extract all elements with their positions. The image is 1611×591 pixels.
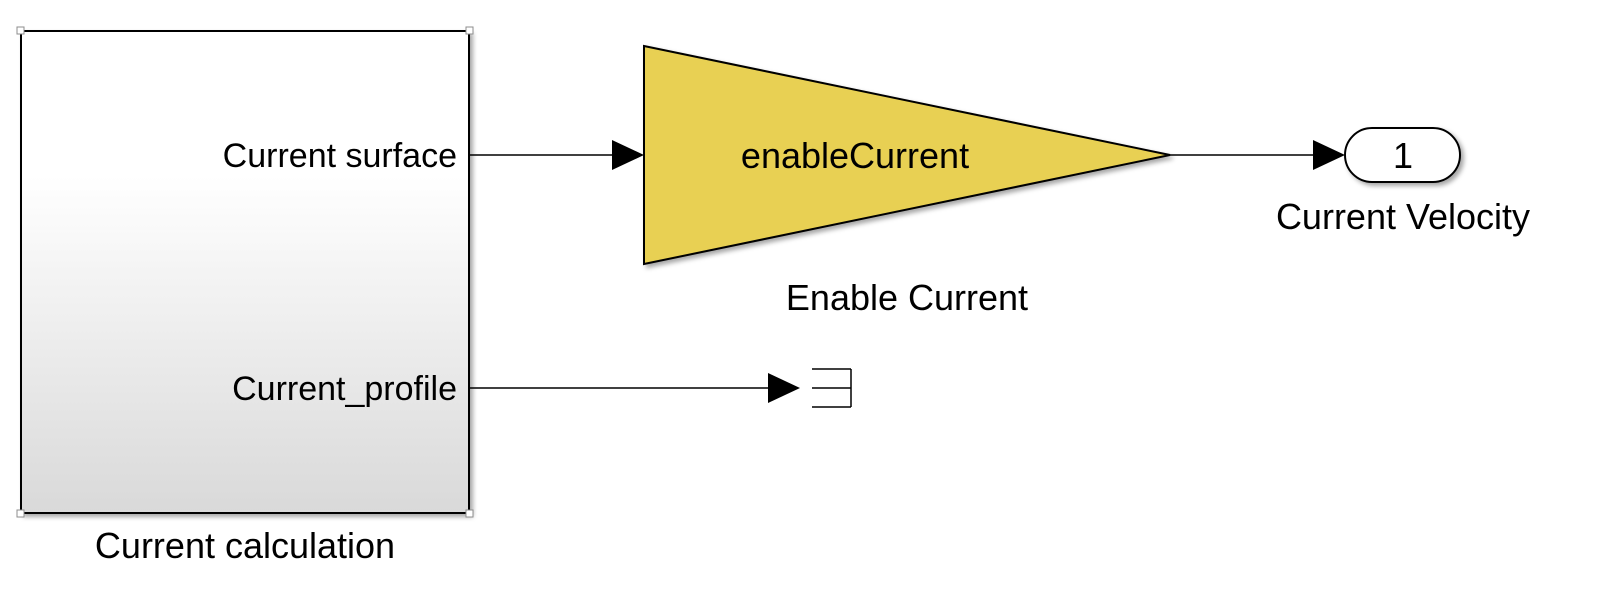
arrowhead-icon [612, 140, 644, 170]
signal-line-current-surface[interactable] [469, 140, 644, 170]
subsystem-output-port-label-1: Current surface [223, 137, 457, 175]
gain-triangle[interactable] [643, 44, 1171, 266]
arrowhead-icon [1313, 140, 1345, 170]
subsystem-block-current-calculation[interactable]: Current surface Current_profile [16, 26, 474, 518]
outport-block-current-velocity[interactable]: 1 [1344, 127, 1461, 183]
resize-handle-bottom-left[interactable] [16, 509, 25, 518]
signal-line-gain-output[interactable] [1170, 140, 1345, 170]
subsystem-body[interactable] [20, 30, 470, 514]
outport-name-label[interactable]: Current Velocity [1276, 196, 1530, 237]
gain-name-label[interactable]: Enable Current [786, 277, 1028, 318]
gain-parameter-label: enableCurrent [741, 135, 969, 176]
resize-handle-top-left[interactable] [16, 26, 25, 35]
resize-handle-bottom-right[interactable] [465, 509, 474, 518]
outport-body[interactable] [1344, 127, 1461, 183]
terminator-block[interactable] [812, 368, 852, 408]
gain-block-enable-current[interactable]: enableCurrent [643, 44, 1171, 266]
resize-handle-top-right[interactable] [465, 26, 474, 35]
subsystem-name-label[interactable]: Current calculation [95, 525, 395, 566]
signal-line-current-profile[interactable] [469, 373, 800, 403]
arrowhead-icon [768, 373, 800, 403]
subsystem-output-port-label-2: Current_profile [232, 370, 457, 408]
outport-number: 1 [1393, 135, 1413, 176]
